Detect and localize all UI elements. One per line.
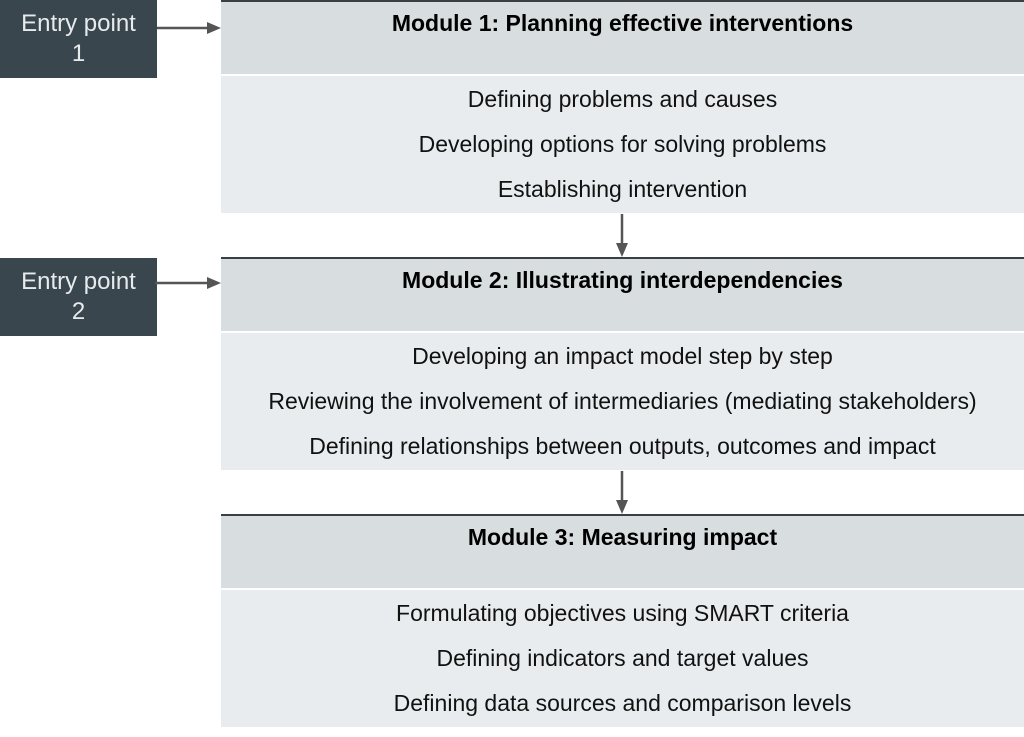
module-1-item: Defining problems and causes (467, 86, 778, 112)
module-3-body: Formulating objectives using SMART crite… (221, 588, 1024, 727)
module-3-header: Module 3: Measuring impact (221, 514, 1024, 588)
module-2-title: Module 2: Illustrating interdependencies (402, 267, 843, 293)
entry-point-1-label: Entry point (21, 10, 136, 37)
entry-point-1-number: 1 (71, 40, 86, 67)
module-3-item: Formulating objectives using SMART crite… (396, 600, 849, 626)
module-1-item: Establishing intervention (497, 176, 748, 202)
module-2-item: Reviewing the involvement of intermediar… (268, 388, 977, 414)
module-2-item: Developing an impact model step by step (412, 343, 833, 369)
module-1-to-2-arrowhead (616, 243, 628, 257)
module-2-to-3-arrowhead (616, 500, 628, 514)
entry-point-1: Entry point 1 (0, 0, 157, 78)
module-3: Module 3: Measuring impact Formulating o… (221, 514, 1024, 727)
entry-point-2: Entry point 2 (0, 258, 157, 336)
module-1-title: Module 1: Planning effective interventio… (391, 10, 854, 36)
module-1-body: Defining problems and causes Developing … (221, 74, 1024, 213)
module-2: Module 2: Illustrating interdependencies… (221, 257, 1024, 470)
module-1-header: Module 1: Planning effective interventio… (221, 0, 1024, 74)
module-1: Module 1: Planning effective interventio… (221, 0, 1024, 213)
module-3-item: Defining indicators and target values (436, 645, 809, 671)
entry-point-2-label: Entry point (21, 268, 136, 295)
module-3-title: Module 3: Measuring impact (467, 524, 778, 550)
module-2-item: Defining relationships between outputs, … (309, 433, 936, 459)
module-3-item: Defining data sources and comparison lev… (393, 690, 852, 716)
module-2-body: Developing an impact model step by step … (221, 331, 1024, 470)
module-2-header: Module 2: Illustrating interdependencies (221, 257, 1024, 331)
entry-2-arrowhead (207, 277, 221, 289)
module-1-item: Developing options for solving problems (418, 131, 827, 157)
entry-1-arrowhead (207, 22, 221, 34)
entry-point-2-number: 2 (71, 298, 86, 325)
